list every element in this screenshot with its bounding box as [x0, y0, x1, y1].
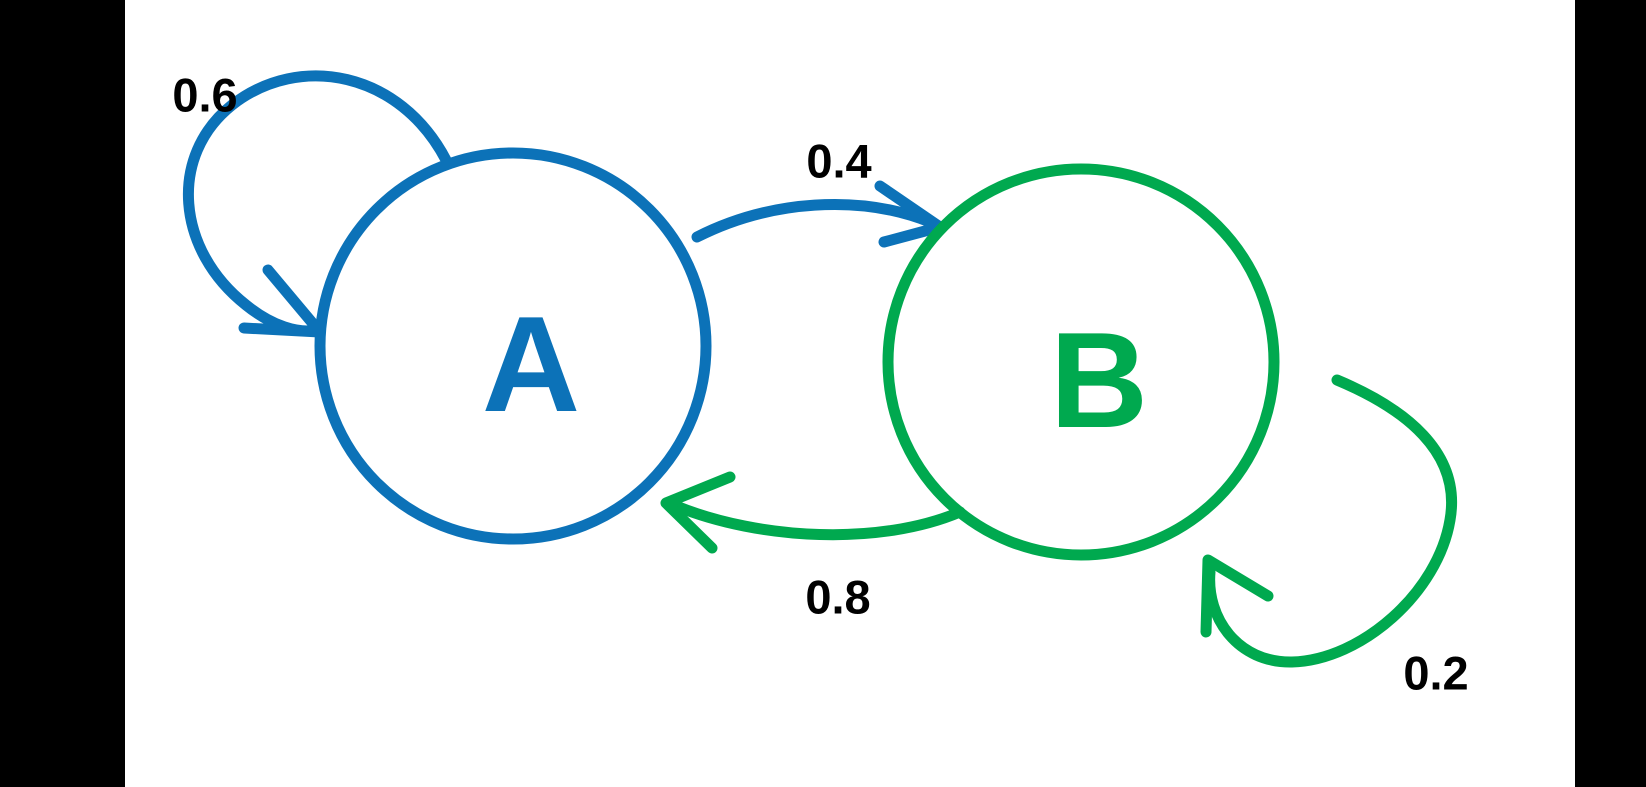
edge-a-to-b-path: [691, 199, 936, 243]
node-b[interactable]: B: [882, 163, 1280, 561]
edge-a-to-a[interactable]: 0.6: [172, 69, 452, 338]
edge-b-to-b-arrowhead: [1200, 554, 1274, 638]
edge-weight-a-to-a: 0.6: [172, 69, 237, 122]
edge-b-to-a-path: [670, 500, 966, 541]
node-a-circle: [314, 147, 712, 545]
node-b-circle: [882, 163, 1280, 561]
edge-b-to-a-arrowhead: [660, 471, 736, 554]
edge-b-to-b[interactable]: 0.2: [1200, 374, 1469, 700]
edge-b-to-a[interactable]: 0.8: [660, 471, 966, 624]
letterbox-bar-left: [0, 0, 125, 787]
edge-weight-b-to-b: 0.2: [1403, 647, 1468, 700]
edge-b-to-b-path: [1204, 374, 1457, 668]
edge-a-to-b[interactable]: 0.4: [691, 135, 946, 248]
edge-weight-a-to-b: 0.4: [806, 135, 871, 188]
node-a[interactable]: A: [314, 147, 712, 545]
node-a-label: A: [482, 288, 580, 440]
letterbox-bar-right: [1575, 0, 1646, 787]
edge-weight-b-to-a: 0.8: [805, 571, 870, 624]
edge-a-to-a-path: [182, 70, 452, 337]
node-b-label: B: [1050, 304, 1148, 456]
